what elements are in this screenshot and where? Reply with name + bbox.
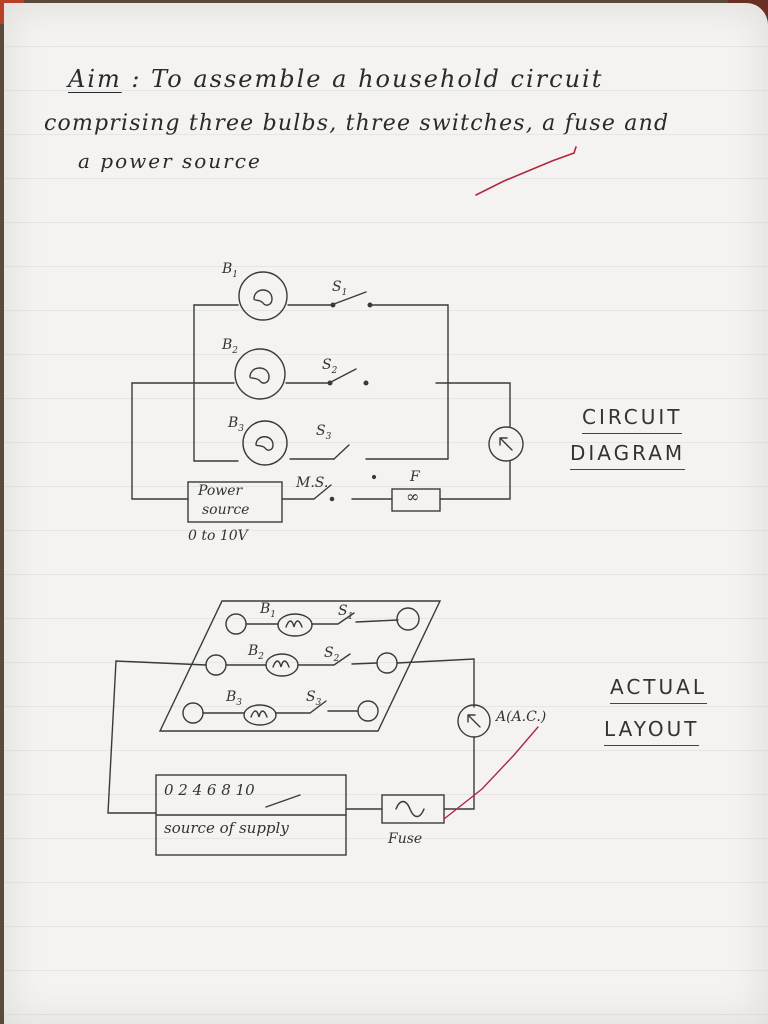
fuse — [381, 794, 445, 824]
bulb-filament — [253, 289, 273, 306]
label-b3: B3 — [228, 415, 245, 434]
label-b1: B1 — [222, 261, 239, 280]
switch-s2-lever — [330, 368, 357, 383]
wire — [435, 382, 511, 428]
switch-board — [158, 600, 442, 732]
layout-label-s1: S1 — [338, 603, 354, 622]
layout-heading-2-text: LAYOUT — [604, 717, 700, 741]
layout-label-ammeter: A(A.C.) — [496, 709, 547, 725]
circuit-heading-2: DIAGRAM — [570, 441, 686, 470]
circuit-drawings — [107, 146, 577, 856]
layout-label-b1: B1 — [260, 601, 277, 620]
bulb-filament — [272, 660, 290, 668]
aim-line-2: comprising three bulbs, three switches, … — [44, 111, 670, 136]
bulb-b1 — [238, 271, 288, 321]
circuit-heading-1: CIRCUIT — [582, 405, 683, 434]
terminal — [225, 613, 247, 635]
wire — [443, 736, 475, 810]
fuse-wire — [395, 800, 425, 818]
switch-s1 — [311, 612, 399, 625]
switch-contact — [329, 496, 335, 502]
power-source-box — [187, 481, 283, 523]
bulb-b3 — [242, 420, 288, 466]
switch-contact — [363, 380, 369, 386]
ammeter-needle — [467, 714, 481, 728]
notebook-page: Aim : To assemble a household circuit co… — [4, 3, 768, 1024]
teacher-tick-mark — [475, 146, 577, 196]
terminal — [396, 607, 420, 631]
bulb-filament — [249, 367, 270, 384]
wire — [107, 660, 207, 814]
wire — [439, 460, 511, 500]
label-source: source — [202, 502, 250, 518]
label-s3: S3 — [316, 423, 332, 442]
label-s2: S2 — [322, 357, 338, 376]
switch-s1-lever — [333, 291, 367, 305]
label-main-switch: M.S. — [296, 475, 329, 491]
main-switch-lever — [313, 484, 332, 500]
layout-label-scale: 0 2 4 6 8 10 — [164, 781, 255, 799]
layout-heading-1-text: ACTUAL — [610, 675, 707, 699]
terminal — [376, 652, 398, 674]
aim-separator: : — [131, 65, 142, 93]
bulb-filament — [250, 710, 268, 718]
terminal — [357, 700, 379, 722]
layout-label-b2: B2 — [248, 643, 265, 662]
bulb-filament — [285, 620, 303, 628]
switch-s2 — [297, 653, 378, 666]
fuse-f — [391, 488, 441, 512]
ammeter-needle — [499, 437, 513, 451]
aim-label: Aim — [68, 65, 122, 93]
ammeter — [488, 426, 524, 462]
heading-underline — [610, 703, 707, 704]
label-s1: S1 — [332, 279, 348, 298]
ruled-lines — [4, 3, 768, 1024]
bulb-b3 — [243, 704, 277, 726]
rheostat-lever — [265, 794, 301, 808]
label-b2: B2 — [222, 337, 239, 356]
actual-layout — [107, 600, 539, 856]
circuit-heading-1-text: CIRCUIT — [582, 405, 683, 429]
heading-underline — [582, 433, 683, 434]
layout-label-s2: S2 — [324, 645, 340, 664]
aim-line-3: a power source — [78, 149, 262, 173]
wire — [370, 304, 449, 460]
layout-heading-2: LAYOUT — [604, 717, 700, 746]
circuit-heading-2-text: DIAGRAM — [570, 441, 686, 465]
teacher-mark — [443, 726, 539, 820]
fuse-symbol: ∞ — [406, 487, 420, 506]
layout-heading-1: ACTUAL — [610, 675, 707, 704]
switch-s3-lever — [333, 444, 350, 460]
bulb-b1 — [277, 613, 313, 637]
bulb-filament — [255, 436, 274, 451]
heading-underline — [604, 745, 700, 746]
layout-label-s3: S3 — [306, 689, 322, 708]
switch-s3 — [275, 700, 359, 714]
aim-line-1: Aim : To assemble a household circuit — [68, 65, 603, 93]
bulb-b2 — [234, 348, 286, 400]
layout-label-fuse: Fuse — [388, 831, 423, 847]
label-voltage-range: 0 to 10V — [188, 528, 248, 544]
layout-label-b3: B3 — [226, 689, 243, 708]
wire — [396, 658, 475, 708]
label-fuse: F — [410, 469, 420, 485]
switch-contact — [371, 474, 377, 480]
label-power: Power — [198, 483, 243, 499]
layout-label-supply: source of supply — [164, 819, 289, 837]
heading-underline — [570, 469, 686, 470]
circuit-diagram — [131, 271, 524, 523]
terminal — [205, 654, 227, 676]
aim-text-1: To assemble a household circuit — [151, 65, 604, 93]
terminal — [182, 702, 204, 724]
